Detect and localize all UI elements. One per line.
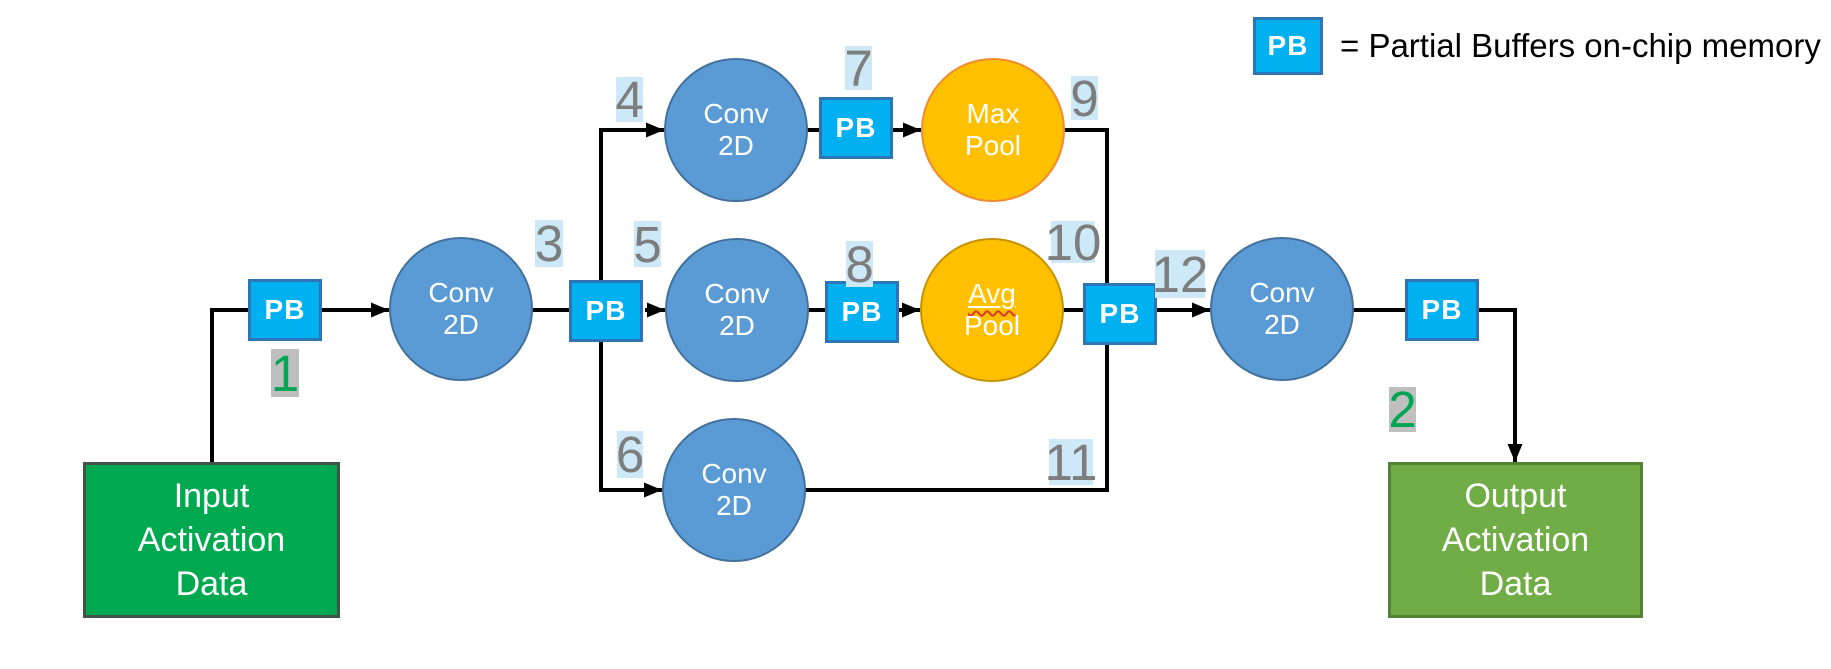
edge-label-9: 9	[1070, 69, 1099, 127]
edge-label-4: 4	[615, 71, 644, 128]
edge-label-6: 6	[615, 426, 645, 483]
edge-label-3: 3	[534, 215, 564, 272]
avgpool-label-line2: Pool	[963, 310, 1021, 341]
pb-node-merge: PB	[1083, 283, 1157, 345]
pb-node-middle: PB	[825, 281, 899, 343]
conv2d-node-last: Conv 2D	[1210, 237, 1354, 381]
conv-label-line1: Conv	[704, 278, 770, 309]
conv2d-node-first: Conv 2D	[389, 237, 533, 381]
conv-label-line2: 2D	[718, 130, 754, 161]
conv2d-node-top: Conv 2D	[664, 58, 808, 202]
maxpool-label-line2: Pool	[964, 130, 1022, 161]
edge-label-11: 11	[1044, 433, 1098, 491]
conv-label-line2: 2D	[716, 490, 752, 521]
edge-label-8: 8	[845, 235, 874, 293]
conv2d-node-middle: Conv 2D	[665, 238, 809, 382]
output-box-line1: Output	[1464, 477, 1567, 515]
edge-input-to-pb1	[210, 308, 250, 462]
conv-label-line1: Conv	[428, 277, 494, 308]
input-activation-box: Input Activation Data	[83, 462, 340, 618]
conv-label-line2: 2D	[1264, 309, 1300, 340]
input-box-line3: Data	[175, 565, 248, 603]
edge-label-7: 7	[844, 39, 873, 97]
maxpool-node: Max Pool	[921, 58, 1065, 202]
pb-node-output: PB	[1405, 279, 1479, 341]
conv-label-line1: Conv	[701, 458, 767, 489]
conv-label-line1: Conv	[1249, 277, 1315, 308]
avgpool-label-word: Avg	[968, 278, 1016, 309]
legend-text: = Partial Buffers on-chip memory	[1340, 27, 1821, 64]
edge-label-12: 12	[1151, 245, 1209, 303]
maxpool-label-line1: Max	[966, 98, 1020, 129]
output-box-line3: Data	[1479, 565, 1552, 603]
edge-conv-bottom-to-pb-merge	[804, 343, 1109, 492]
input-box-line2: Activation	[137, 521, 286, 559]
legend-pb-chip: PB	[1253, 17, 1323, 75]
input-box-line1: Input	[173, 477, 250, 515]
avgpool-label-line1: Avg	[968, 278, 1016, 310]
edge-label-5: 5	[633, 215, 662, 273]
conv-label-line2: 2D	[443, 309, 479, 340]
output-activation-box: Output Activation Data	[1388, 462, 1643, 618]
edge-label-10: 10	[1044, 213, 1102, 271]
edge-pb-split-to-conv-bottom	[599, 310, 662, 498]
avgpool-node: Avg Pool	[920, 238, 1064, 382]
pb-node-split: PB	[569, 280, 643, 342]
pb-node-input: PB	[248, 279, 322, 341]
edge-maxpool-to-pb-merge	[1063, 128, 1109, 285]
conv2d-node-bottom: Conv 2D	[662, 418, 806, 562]
edge-label-2: 2	[1388, 381, 1417, 438]
conv-label-line2: 2D	[719, 310, 755, 341]
edge-pb-out-to-output	[1477, 308, 1523, 462]
conv-label-line1: Conv	[703, 98, 769, 129]
edge-pb-split-to-conv-top	[599, 122, 664, 310]
output-box-line2: Activation	[1441, 521, 1590, 559]
pb-node-top: PB	[819, 97, 893, 159]
edge-label-1: 1	[270, 344, 300, 402]
